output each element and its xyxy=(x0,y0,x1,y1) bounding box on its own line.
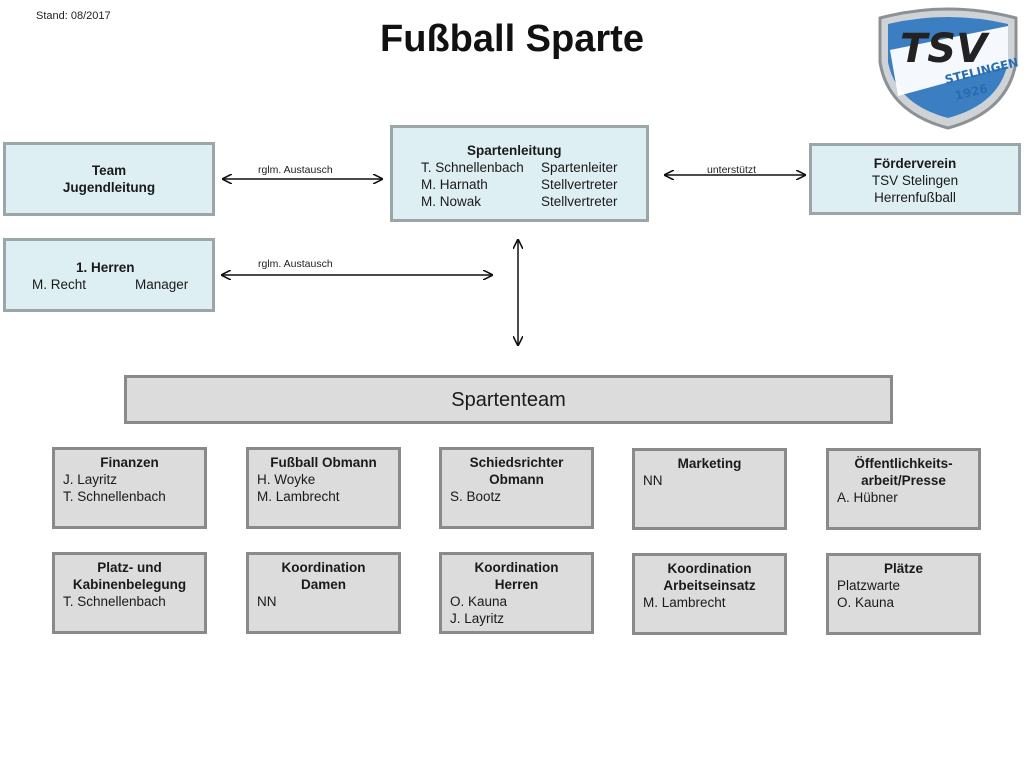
member-line: NN xyxy=(257,594,277,609)
member-role: Stellvertreter xyxy=(541,177,618,192)
box-spartenleitung: Spartenleitung T. Schnellenbach Spartenle… xyxy=(390,125,649,222)
box-marketing: Marketing NN xyxy=(632,448,787,530)
box-platz-kabinenbelegung: Platz- und Kabinenbelegung T. Schnellenb… xyxy=(52,552,207,634)
member-role: Spartenleiter xyxy=(541,160,618,175)
box-title: Fußball Obmann xyxy=(270,455,377,470)
box-herren: 1. Herren M. Recht Manager xyxy=(3,238,215,312)
box-fussball-obmann: Fußball Obmann H. Woyke M. Lambrecht xyxy=(246,447,401,529)
member-name: M. Harnath xyxy=(421,177,488,192)
member-line: J. Layritz xyxy=(63,472,118,487)
member-line: T. Schnellenbach xyxy=(63,489,166,504)
box-title: Schiedsrichter xyxy=(469,455,564,470)
box-title: Damen xyxy=(300,577,346,592)
member-line: M. Lambrecht xyxy=(643,595,726,610)
foerderverein-line1: TSV Stelingen xyxy=(871,173,959,188)
member-line: Platzwarte xyxy=(837,578,901,593)
box-oeffentlichkeitsarbeit: Öffentlichkeits- arbeit/Presse A. Hübner xyxy=(826,448,981,530)
box-title: Koordination xyxy=(474,560,559,575)
herren-role: Manager xyxy=(135,277,189,292)
tsv-stelingen-logo: TSV STELINGEN 1926 xyxy=(878,7,1020,130)
box-title: Koordination xyxy=(281,560,366,575)
spartenleitung-row: M. Nowak Stellvertreter xyxy=(421,193,638,210)
spartenleitung-row: T. Schnellenbach Spartenleiter xyxy=(421,159,638,176)
box-title: Arbeitseinsatz xyxy=(663,578,756,593)
spartenleitung-title: Spartenleitung xyxy=(467,143,562,158)
member-line: NN xyxy=(643,473,663,488)
team-jugend-line2: Jugendleitung xyxy=(62,180,156,195)
box-schiedsrichter-obmann: Schiedsrichter Obmann S. Bootz xyxy=(439,447,594,529)
box-spartenteam: Spartenteam xyxy=(124,375,893,424)
logo-text-tsv: TSV xyxy=(900,26,990,72)
member-line: H. Woyke xyxy=(257,472,316,487)
herren-title: 1. Herren xyxy=(76,260,135,275)
box-team-jugendleitung: Team Jugendleitung xyxy=(3,142,215,216)
box-title: Marketing xyxy=(677,456,742,471)
member-line: A. Hübner xyxy=(837,490,898,505)
foerderverein-title: Förderverein xyxy=(873,156,957,171)
member-name: T. Schnellenbach xyxy=(421,160,524,175)
box-title: Platz- und xyxy=(97,560,162,575)
spartenleitung-row: M. Harnath Stellvertreter xyxy=(421,176,638,193)
box-title: Kabinenbelegung xyxy=(72,577,187,592)
box-foerderverein: Förderverein TSV Stelingen Herrenfußball xyxy=(809,143,1021,215)
box-title: arbeit/Presse xyxy=(861,473,946,488)
herren-row: M. Recht Manager xyxy=(6,276,212,293)
box-koordination-herren: Koordination Herren O. Kauna J. Layritz xyxy=(439,552,594,634)
box-title: Plätze xyxy=(883,561,924,576)
herren-name: M. Recht xyxy=(32,277,87,292)
page-title: Fußball Sparte xyxy=(380,18,644,60)
team-jugend-line1: Team xyxy=(91,163,127,178)
member-name: M. Nowak xyxy=(421,194,482,209)
box-title: Obmann xyxy=(489,472,544,487)
label-austausch-jugend: rglm. Austausch xyxy=(258,164,333,176)
box-title: Finanzen xyxy=(100,455,159,470)
member-line: M. Lambrecht xyxy=(257,489,340,504)
box-title: Öffentlichkeits- xyxy=(854,456,953,471)
foerderverein-line2: Herrenfußball xyxy=(874,190,956,205)
box-title: Herren xyxy=(494,577,539,592)
stand-date: Stand: 08/2017 xyxy=(36,10,111,22)
member-line: O. Kauna xyxy=(450,594,508,609)
member-role: Stellvertreter xyxy=(541,194,618,209)
member-line: O. Kauna xyxy=(837,595,895,610)
box-koordination-damen: Koordination Damen NN xyxy=(246,552,401,634)
box-plaetze: Plätze Platzwarte O. Kauna xyxy=(826,553,981,635)
member-line: S. Bootz xyxy=(450,489,502,504)
box-koordination-arbeitseinsatz: Koordination Arbeitseinsatz M. Lambrecht xyxy=(632,553,787,635)
box-title: Koordination xyxy=(667,561,752,576)
label-austausch-herren: rglm. Austausch xyxy=(258,258,333,270)
member-line: J. Layritz xyxy=(450,611,505,626)
member-line: T. Schnellenbach xyxy=(63,594,166,609)
box-finanzen: Finanzen J. Layritz T. Schnellenbach xyxy=(52,447,207,529)
